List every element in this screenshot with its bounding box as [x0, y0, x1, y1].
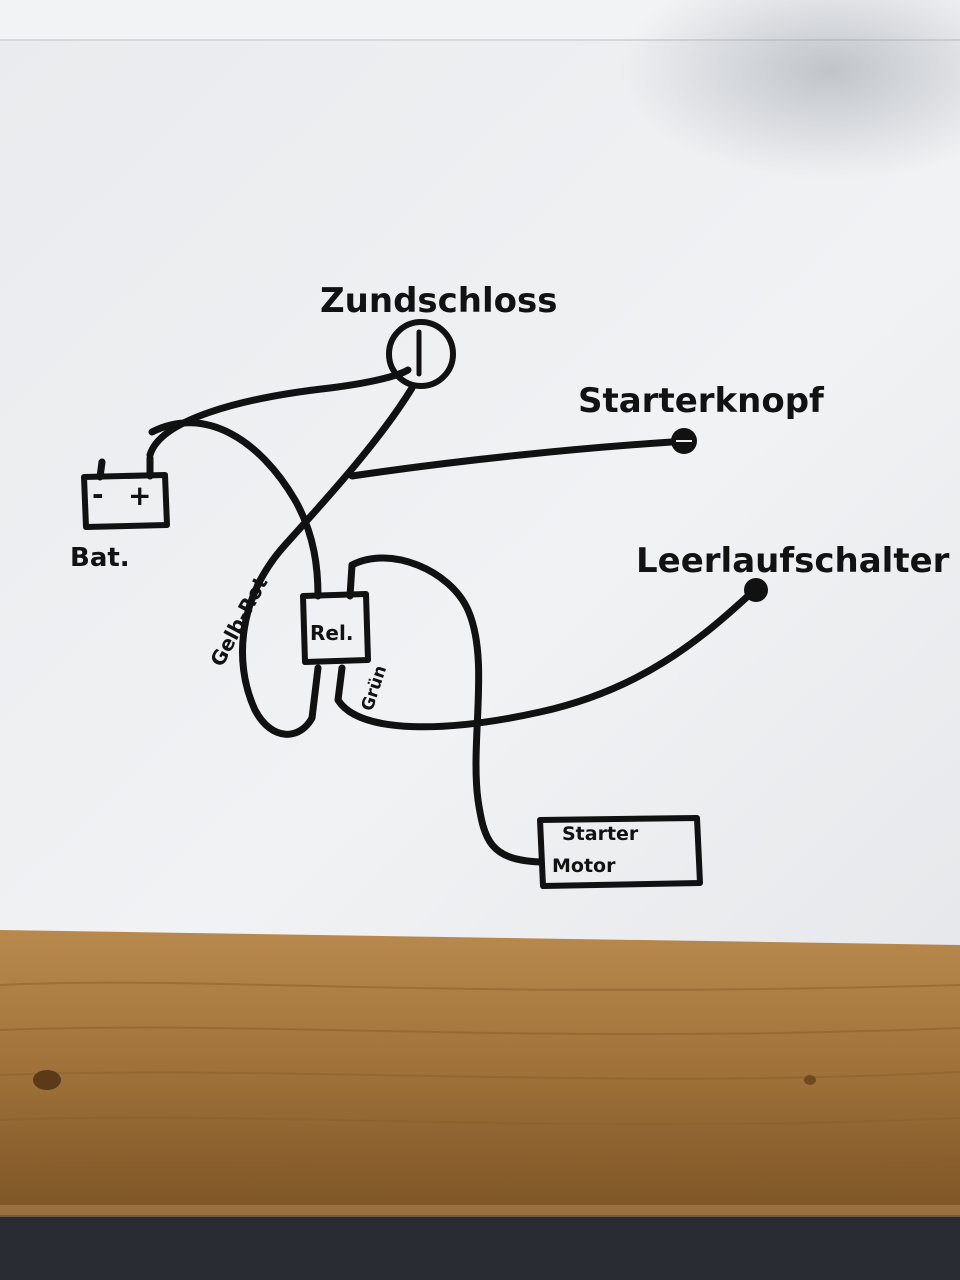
- wire-yellow-red: [238, 384, 416, 738]
- paper-sheet: [0, 40, 960, 945]
- battery-box: [81, 472, 170, 530]
- wood-knot: [804, 1075, 816, 1085]
- wire-green-to-neutral-switch: [334, 592, 752, 731]
- battery-terminals: [96, 454, 154, 481]
- label-battery: Bat.: [70, 543, 130, 573]
- label-ignition: Zundschloss: [320, 281, 558, 321]
- label-battery-plus: +: [128, 479, 151, 512]
- label-starter-motor-line2: Motor: [552, 855, 616, 877]
- label-relay: Rel.: [310, 621, 353, 645]
- label-neutral-switch: Leerlaufschalter: [636, 541, 950, 581]
- ignition-switch-symbol: [386, 319, 456, 389]
- wire-battery-to-ignition: [146, 366, 412, 459]
- label-starter-button: Starterknopf: [578, 381, 825, 421]
- label-starter-motor-line1: Starter: [562, 823, 639, 845]
- wooden-table: [0, 925, 960, 1215]
- hand-shadow: [620, 0, 960, 180]
- wire-relay-to-starter-motor: [346, 554, 544, 866]
- label-battery-minus: -: [92, 478, 104, 511]
- wood-knot: [33, 1070, 61, 1090]
- table-edge: [0, 1205, 960, 1217]
- relay-box: [300, 591, 371, 665]
- wire-battery-to-relay: [148, 419, 322, 600]
- wire-to-starter-button: [348, 438, 676, 480]
